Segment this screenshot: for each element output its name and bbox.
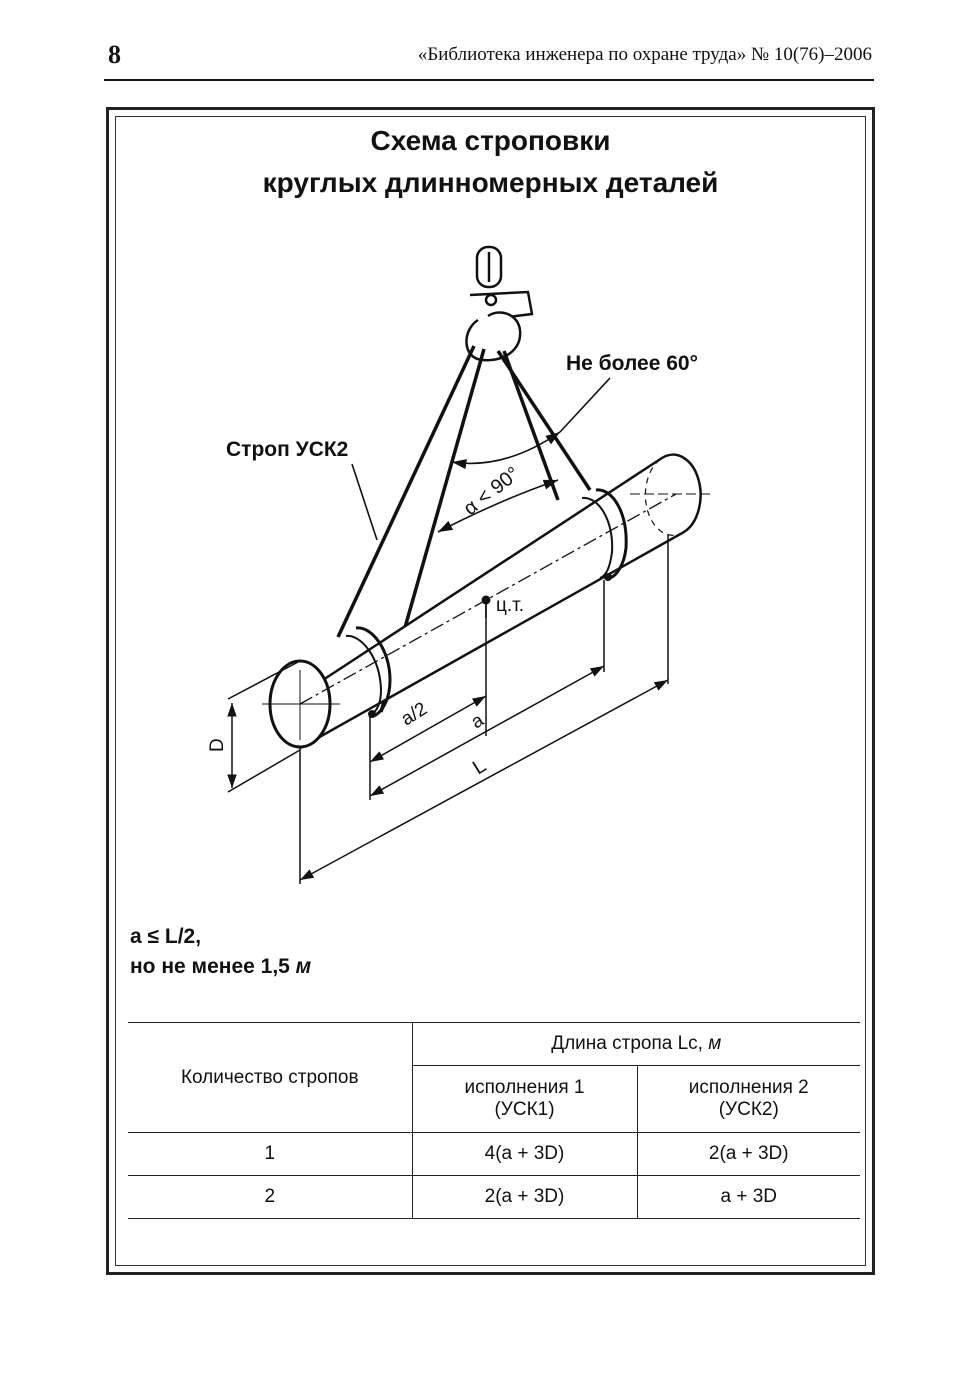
table-row: 1 4(a + 3D) 2(a + 3D) — [128, 1132, 860, 1176]
label-alpha: α < 90° — [460, 463, 524, 520]
cell-v2: a + 3D — [636, 1175, 860, 1219]
label-D: D — [207, 738, 228, 752]
cell-v2: 2(a + 3D) — [636, 1132, 860, 1176]
frame-inner — [115, 116, 866, 1266]
dimension-lines — [227, 534, 669, 884]
label-cg: ц.т. — [496, 595, 524, 616]
label-angle-max: Не более 60° — [566, 352, 698, 375]
title-line-1: Схема строповки — [370, 125, 611, 156]
figure-title: Схема строповки круглых длинномерных дет… — [115, 120, 866, 204]
formula-line-2: но не менее 1,5 м — [130, 952, 311, 982]
cell-v1: 4(a + 3D) — [411, 1132, 637, 1176]
formula: a ≤ L/2, но не менее 1,5 м — [130, 922, 311, 982]
formula-text: но не менее 1,5 — [130, 955, 296, 978]
angle-arcs — [351, 377, 611, 618]
table-row: 2 2(a + 3D) a + 3D — [128, 1175, 860, 1219]
hook-icon — [465, 245, 534, 362]
running-header: «Библиотека инженера по охране труда» № … — [417, 44, 872, 65]
cell-v1: 2(a + 3D) — [411, 1175, 637, 1219]
label-sling: Строп УСК2 — [226, 438, 348, 461]
header-version-1: исполнения 1(УСК1) — [411, 1065, 637, 1133]
formula-line-1: a ≤ L/2, — [130, 925, 202, 948]
frame-outer — [106, 107, 875, 1275]
cell-count: 2 — [128, 1175, 412, 1219]
label-a: a — [468, 710, 488, 734]
title-line-2: круглых длинномерных деталей — [262, 167, 719, 198]
header-rule — [104, 79, 874, 81]
page-number: 8 — [108, 40, 121, 69]
label-L: L — [469, 755, 490, 780]
header-length: Длина стропа Lc, м — [411, 1022, 860, 1066]
formula-unit: м — [295, 955, 312, 978]
cell-count: 1 — [128, 1132, 412, 1176]
sling-length-table: Количество стропов Длина стропа Lc, м ис… — [128, 1022, 860, 1219]
header-count: Количество стропов — [128, 1022, 412, 1133]
label-half-a: a/2 — [398, 698, 432, 730]
slinging-diagram: Не более 60° Строп УСК2 α < 90° ц.т. a/2… — [207, 245, 710, 884]
header-version-2: исполнения 2(УСК2) — [636, 1065, 860, 1133]
